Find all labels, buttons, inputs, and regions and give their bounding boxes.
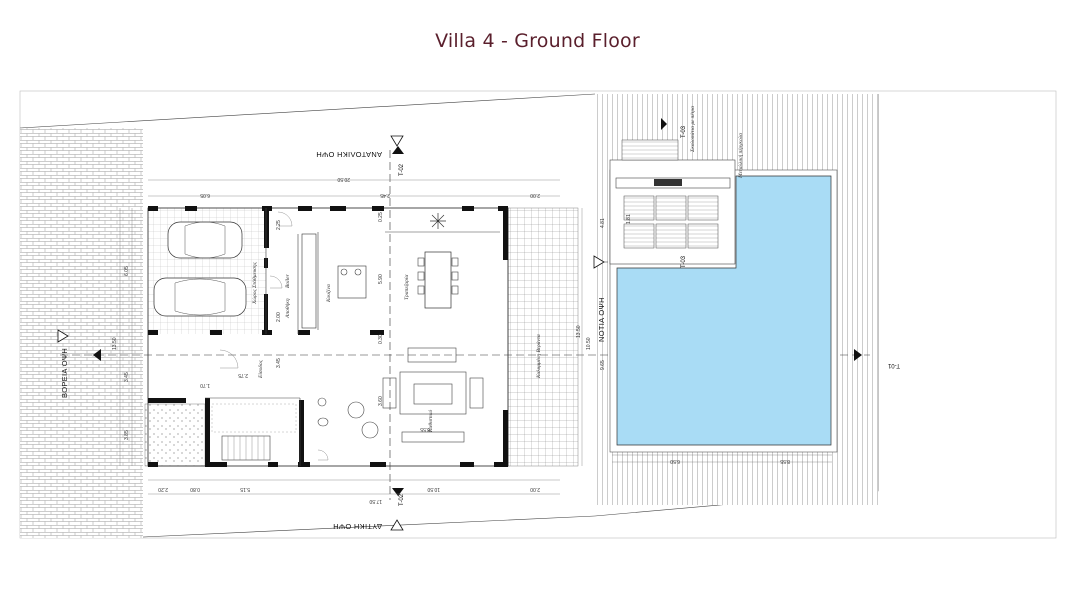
section-label-t01: T-01	[887, 362, 900, 368]
dim-int-a: 2.25	[276, 220, 282, 230]
pool-water	[616, 175, 832, 446]
sun-loungers	[623, 195, 719, 249]
dim-int-c: 0.30	[378, 334, 384, 344]
dim-left-a: 6.05	[124, 266, 130, 276]
terrace-paving-right	[507, 207, 579, 467]
dim-int-f: 2.75	[238, 372, 248, 378]
dim-int-g: 3.60	[378, 396, 384, 406]
stairs	[221, 435, 271, 461]
room-label-veranda: Καλυμμένη Βεράντα	[536, 334, 542, 379]
section-marker-t01-right	[854, 349, 862, 361]
elevation-label-north: ΒΟΡΕΙΑ ΟΨΗ	[60, 348, 69, 398]
section-marker-t02-top	[392, 146, 404, 154]
armchair	[382, 377, 397, 409]
door-swing	[269, 275, 283, 289]
elevation-marker-west	[390, 519, 404, 531]
basin-icon	[317, 397, 327, 407]
section-marker-t01-left	[93, 349, 101, 361]
dimension-lines	[119, 179, 832, 495]
dim-int-k: 1.81	[626, 214, 632, 224]
elevation-label-east: ΑΝΑΤΟΛΙΚΗ ΟΨΗ	[316, 150, 382, 159]
label-steps: Σκαλοπάτια με πέτρα	[690, 106, 696, 153]
dim-pool-b: 8.55	[780, 458, 790, 464]
dim-top-b: 2.45	[380, 192, 390, 198]
house-footprint	[147, 207, 509, 467]
dim-top-total: 20.50	[337, 176, 350, 182]
armchair	[469, 377, 484, 409]
toilet-icon	[317, 417, 329, 427]
kitchen-island	[337, 265, 367, 299]
dim-bottom-c: 5.15	[240, 486, 250, 492]
side-table	[347, 401, 365, 419]
section-label-t02-top: T-02	[399, 163, 405, 176]
property-line-top	[19, 93, 596, 129]
dim-bottom-e: 17.50	[369, 498, 382, 504]
dim-int-h: 2.00	[276, 312, 282, 322]
dim-int-d: 3.45	[276, 358, 282, 368]
driveway-paving	[20, 128, 143, 538]
entry-paving	[144, 403, 206, 467]
steps	[621, 139, 679, 161]
door-swing	[317, 449, 329, 461]
label-metal-pergola: Μεταλλική πέργκολα	[738, 133, 744, 179]
dim-right-b: 10.50	[586, 337, 592, 350]
dim-int-i: 0.25	[378, 212, 384, 222]
dim-bottom-b: 0.80	[190, 486, 200, 492]
room-label-parking: Χώρος Στάθμευσης	[252, 261, 258, 305]
dim-pool-d: 9.65	[600, 360, 606, 370]
room-label-entrance: Είσοδος	[258, 359, 264, 379]
dim-left-d: 3.85	[124, 430, 130, 440]
walls	[148, 206, 508, 467]
bbq-unit	[654, 179, 682, 186]
kitchen-stool	[354, 268, 362, 276]
dim-pool-c: 4.81	[600, 218, 606, 228]
section-marker-t02-bottom	[392, 488, 404, 496]
page-title: Villa 4 - Ground Floor	[435, 30, 640, 52]
kitchen-stool	[340, 268, 348, 276]
dim-bottom-a: 2.20	[158, 486, 168, 492]
elevation-marker-east	[390, 135, 404, 147]
door-swing	[219, 349, 239, 369]
coffee-table	[399, 371, 467, 415]
elevation-label-west: ΔΥΤΙΚΗ ΟΨΗ	[333, 522, 382, 531]
dim-int-e: 1.70	[200, 382, 210, 388]
dim-top-a: 6.05	[200, 192, 210, 198]
wc-area	[211, 403, 297, 433]
tv-unit	[401, 431, 465, 443]
dim-top-c: 2.00	[530, 192, 540, 198]
elevation-marker-north	[57, 329, 69, 343]
room-label-storage: Αποθήκη	[285, 298, 291, 319]
section-label-t02-bottom: T-02	[399, 493, 405, 506]
door-swing	[277, 211, 293, 227]
car-bottom	[153, 277, 247, 317]
property-line-bottom	[142, 515, 596, 538]
coffee-table-inner	[413, 383, 453, 405]
elevation-marker-south	[593, 255, 605, 269]
partitions	[205, 208, 500, 466]
dim-bottom-d: 10.50	[427, 486, 440, 492]
dim-left-b: 13.50	[112, 337, 118, 350]
dim-int-b: 5.90	[378, 274, 384, 284]
section-label-t03b: T-03	[681, 255, 687, 268]
dim-pool-a: 6.50	[670, 458, 680, 464]
room-label-dining: Τραπεζαρία	[403, 275, 410, 300]
kitchen-counter	[301, 233, 317, 329]
section-label-t03: T-03	[681, 125, 687, 138]
plant-icon	[430, 213, 446, 229]
dim-left-c: 3.45	[124, 372, 130, 382]
dim-right-a: 13.50	[576, 325, 582, 338]
dim-int-j: 8.55	[420, 426, 430, 432]
room-label-kitchen: Κουζίνα	[325, 284, 332, 303]
room-label-boiler: Boiler	[285, 273, 291, 288]
side-table	[361, 421, 379, 439]
elevation-label-south: ΝΟΤΙΑ ΟΨΗ	[597, 297, 606, 342]
room-label-living: Καθιστικό	[428, 410, 434, 433]
dining-table	[417, 251, 459, 309]
section-marker-t03	[661, 118, 667, 130]
dim-bottom-f: 2.00	[530, 486, 540, 492]
pergola-beam	[615, 177, 731, 189]
car-top	[167, 221, 243, 259]
